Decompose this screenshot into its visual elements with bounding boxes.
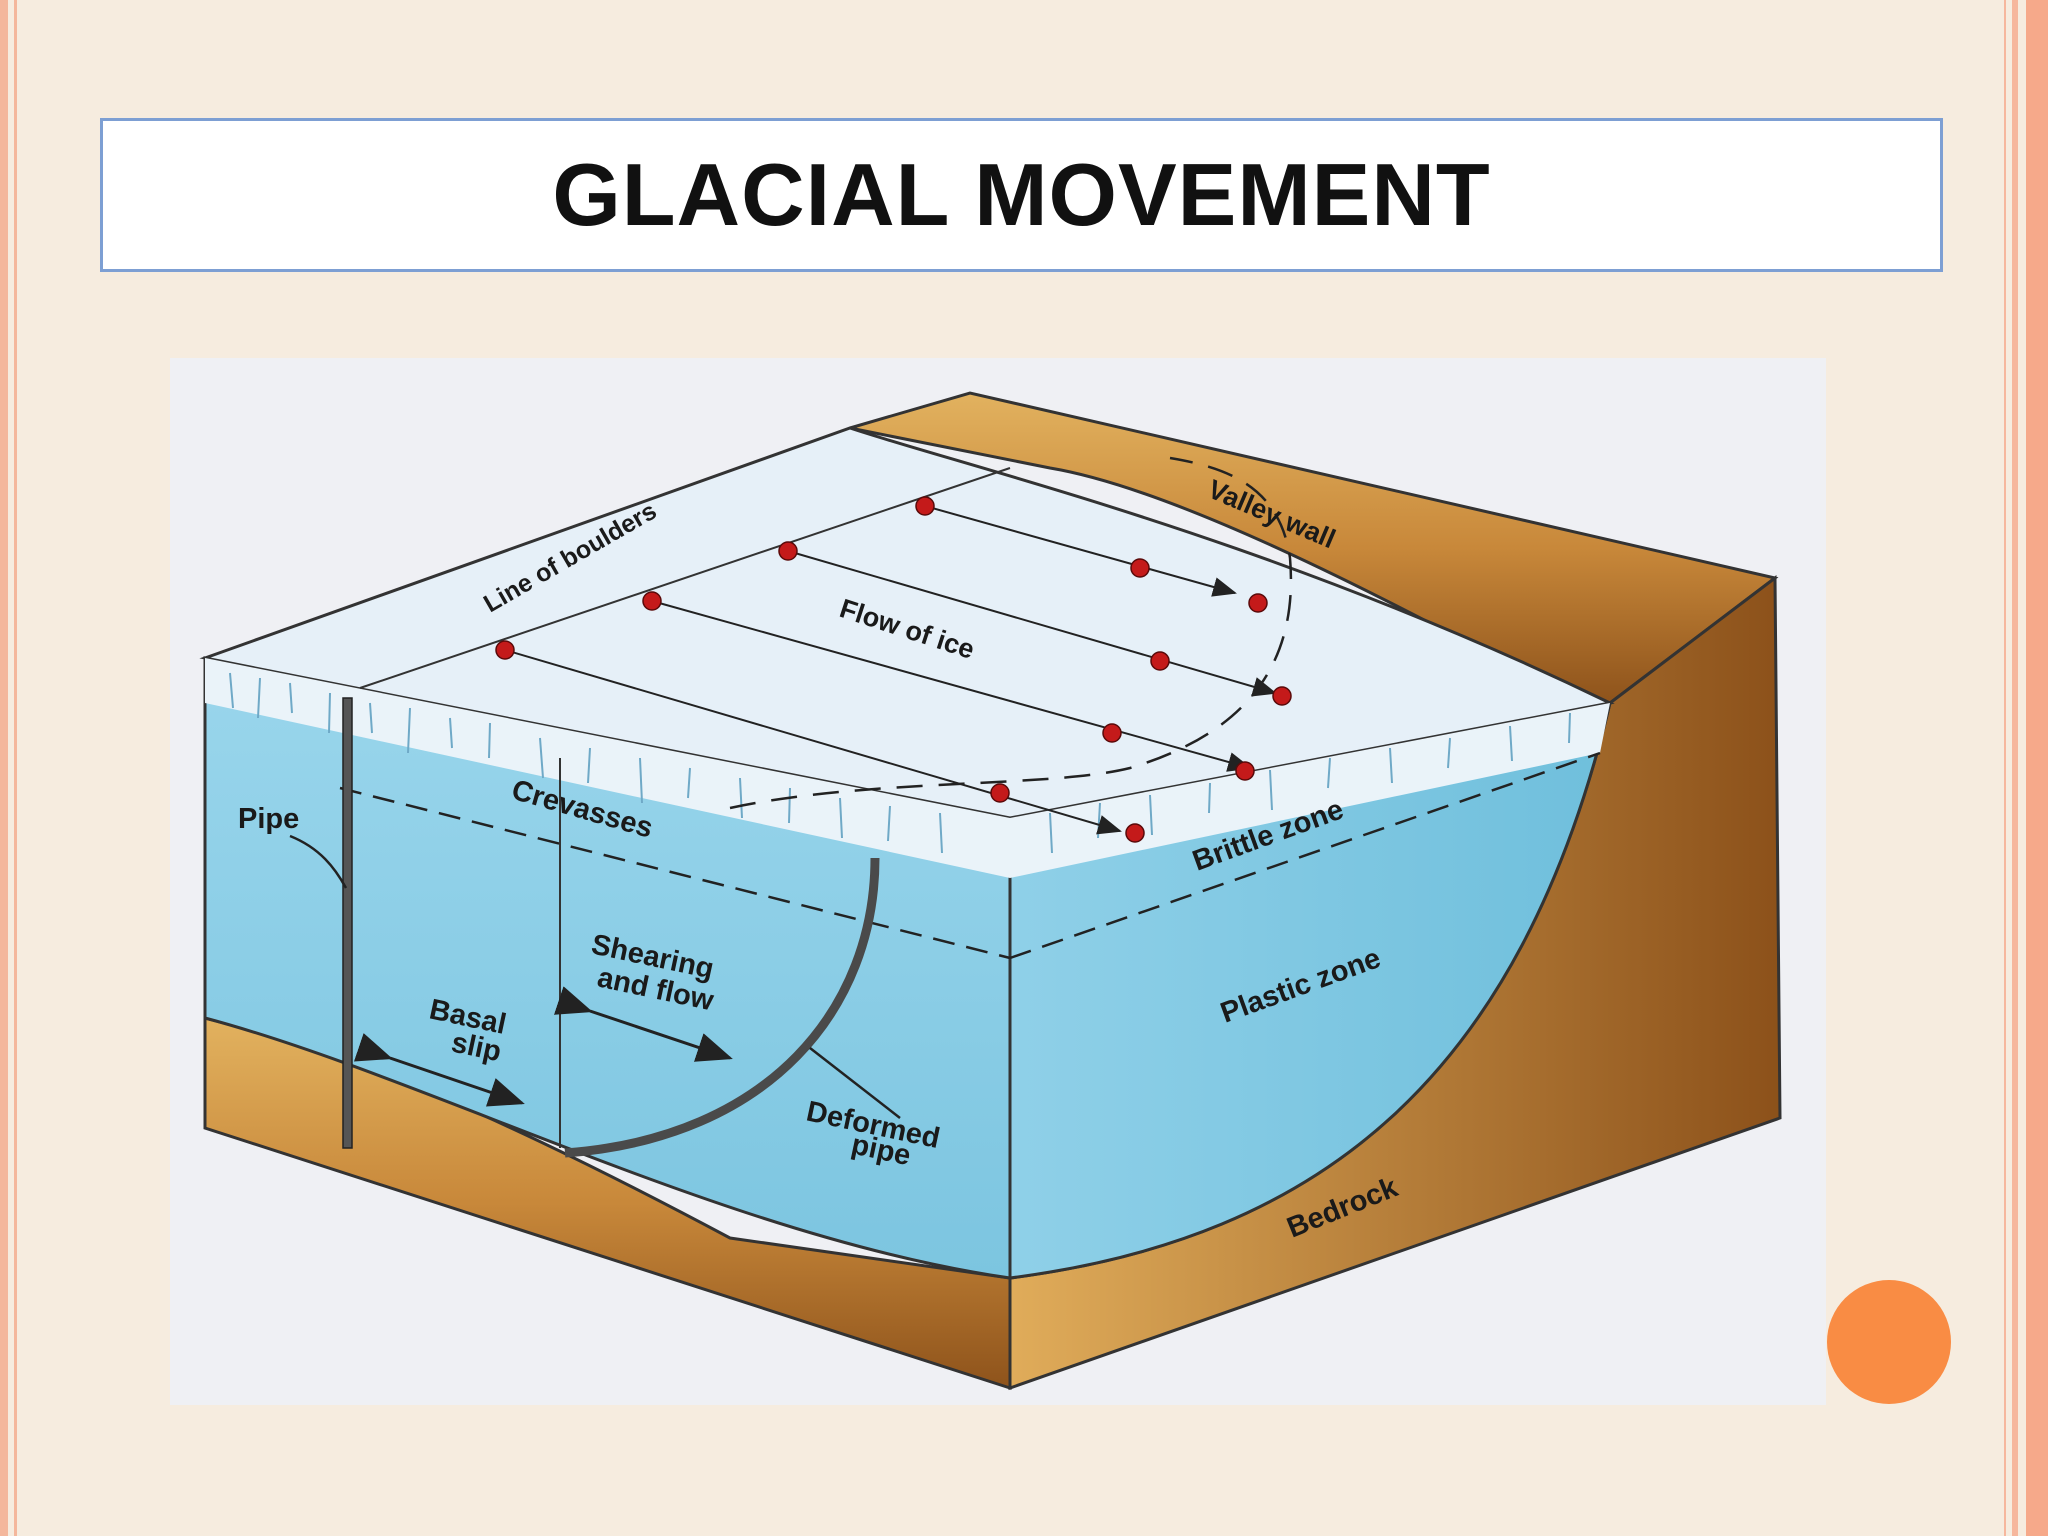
- deformed-boulder-line: [729, 456, 1293, 810]
- brittle-plastic-boundary-front: [339, 786, 1011, 960]
- label-pipe: Pipe: [238, 803, 299, 835]
- title-box: GLACIAL MOVEMENT: [100, 118, 1943, 272]
- right-border-stripe: [2026, 0, 2048, 1536]
- left-border-stripe: [0, 0, 8, 1536]
- brittle-band-side: [1010, 703, 1610, 878]
- slide-title: GLACIAL MOVEMENT: [552, 145, 1491, 244]
- shearing-arrow: [553, 986, 733, 1062]
- right-border-line: [2012, 0, 2018, 1536]
- brittle-plastic-boundary-side: [1009, 751, 1601, 960]
- boulders: [495, 496, 1292, 843]
- glacier-diagram-svg: Valley wall Line of boulders Flow of ice…: [199, 391, 1782, 1391]
- pipe-leader: [289, 834, 348, 889]
- deformed-pipe: [564, 857, 880, 1158]
- brittle-band-front: [205, 658, 1010, 878]
- ice-side-face: [1008, 701, 1613, 1280]
- decorative-orange-circle: [1827, 1280, 1951, 1404]
- ice-top-surface: [199, 426, 1615, 820]
- vertical-pipe: [342, 697, 353, 1149]
- glacier-block-diagram: Valley wall Line of boulders Flow of ice…: [170, 358, 1826, 1405]
- deformed-pipe-leader: [809, 1047, 901, 1119]
- right-border-thin-line: [2004, 0, 2006, 1536]
- left-border-line: [14, 0, 17, 1536]
- flow-arrows: [504, 505, 1277, 835]
- line-of-boulders: [359, 467, 1011, 689]
- basal-slip-arrow: [353, 1033, 525, 1107]
